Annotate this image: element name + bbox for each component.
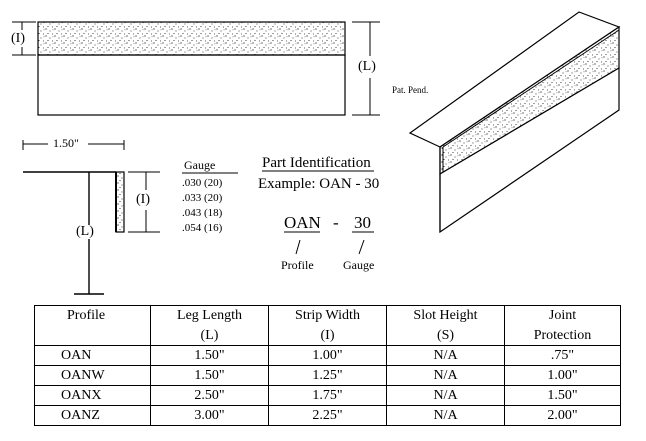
profile-strip xyxy=(115,171,125,233)
cell-slot-height: N/A xyxy=(386,345,505,366)
table-row: OANW 1.50" 1.25" N/A 1.00" xyxy=(34,365,621,386)
col-header-strip-width: Strip Width xyxy=(268,305,387,326)
front-view xyxy=(12,21,380,116)
table-subheader-row: (L) (I) (S) Protection xyxy=(34,326,621,346)
code-gauge: 30 xyxy=(354,213,371,232)
cell-strip-width: 1.00" xyxy=(268,345,387,366)
cell-profile: OANW xyxy=(34,365,151,386)
part-id-example: Example: OAN - 30 xyxy=(258,176,380,192)
gauge-pointer xyxy=(358,239,365,255)
cell-strip-width: 1.25" xyxy=(268,365,387,386)
cell-strip-width: 2.25" xyxy=(268,405,387,426)
col-subheader-L: (L) xyxy=(150,326,269,346)
cell-slot-height: N/A xyxy=(386,365,505,386)
col-header-leg-length: Leg Length xyxy=(150,305,269,326)
gauge-item: .043 (18) xyxy=(182,207,223,219)
gauge-title: Gauge xyxy=(184,158,216,172)
cell-leg-length: 1.50" xyxy=(150,365,269,386)
cell-slot-height: N/A xyxy=(386,405,505,426)
col-header-joint: Joint xyxy=(504,305,621,326)
side-dim-I-label: (I) xyxy=(136,192,150,207)
gauge-item: .030 (20) xyxy=(182,177,223,189)
cell-leg-length: 1.50" xyxy=(150,345,269,366)
profile-pointer xyxy=(295,239,301,255)
side-dim-L-label: (L) xyxy=(76,224,94,239)
leg-front xyxy=(37,54,346,116)
cell-profile: OANX xyxy=(34,385,151,406)
cell-leg-length: 2.50" xyxy=(150,385,269,406)
col-header-slot-height: Slot Height xyxy=(386,305,505,326)
front-dim-L-label: (L) xyxy=(358,59,376,74)
table-row: OAN 1.50" 1.00" N/A .75" xyxy=(34,345,621,366)
isometric-view xyxy=(408,11,621,234)
cell-joint-protection: 1.00" xyxy=(504,365,621,386)
profile-caption: Profile xyxy=(281,258,314,272)
cell-profile: OAN xyxy=(34,345,151,366)
spec-table: Profile Leg Length Strip Width Slot Heig… xyxy=(34,305,621,426)
side-view xyxy=(22,140,160,295)
patent-pending: Pat. Pend. xyxy=(392,85,429,95)
cell-slot-height: N/A xyxy=(386,385,505,406)
cell-joint-protection: 1.50" xyxy=(504,385,621,406)
code-profile: OAN xyxy=(284,213,321,232)
cell-profile: OANZ xyxy=(34,405,151,426)
table-row: OANZ 3.00" 2.25" N/A 2.00" xyxy=(34,405,621,426)
cell-leg-length: 3.00" xyxy=(150,405,269,426)
gauge-item: .054 (16) xyxy=(182,222,223,234)
col-subheader-protection: Protection xyxy=(504,326,621,346)
col-header-profile: Profile xyxy=(34,305,151,326)
gauge-caption: Gauge xyxy=(343,258,375,272)
col-subheader-profile xyxy=(34,326,151,346)
code-dash: - xyxy=(333,213,339,232)
col-subheader-I: (I) xyxy=(268,326,387,346)
table-row: OANX 2.50" 1.75" N/A 1.50" xyxy=(34,385,621,406)
strip-front xyxy=(37,21,346,56)
gauge-item: .033 (20) xyxy=(182,192,223,204)
cell-joint-protection: .75" xyxy=(504,345,621,366)
cell-strip-width: 1.75" xyxy=(268,385,387,406)
cell-joint-protection: 2.00" xyxy=(504,405,621,426)
table-header-row: Profile Leg Length Strip Width Slot Heig… xyxy=(34,305,621,326)
col-subheader-S: (S) xyxy=(386,326,505,346)
width-dim-label: 1.50" xyxy=(53,136,79,150)
front-dim-I-label: (I) xyxy=(11,31,25,46)
part-id-title: Part Identification xyxy=(262,155,371,171)
